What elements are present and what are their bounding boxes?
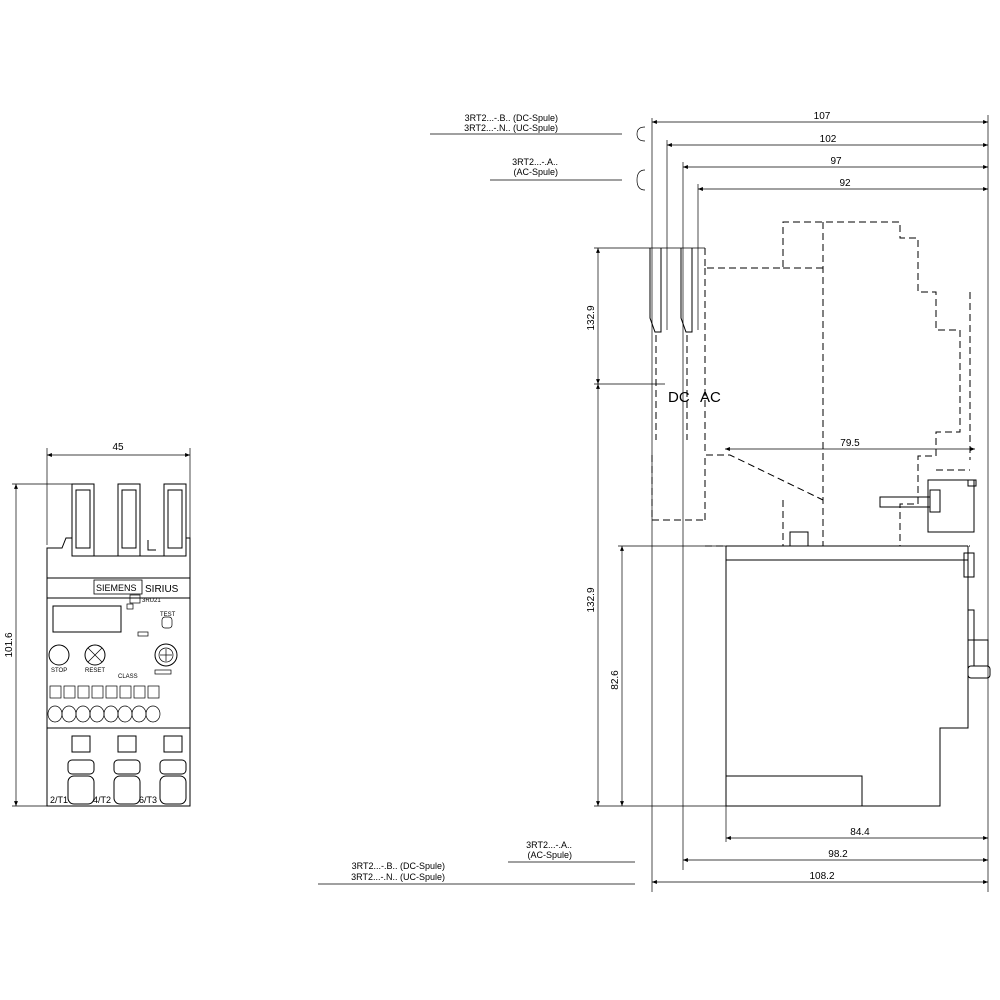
top-note-dc-brace xyxy=(636,126,646,142)
top-note-ac-2: (AC-Spule) xyxy=(513,167,558,177)
small-slot xyxy=(137,631,149,637)
display-window xyxy=(52,605,122,633)
connector-block xyxy=(927,479,975,533)
dc-label: DC xyxy=(668,389,690,406)
right-upper-shoulder xyxy=(186,537,191,578)
stop-label: STOP xyxy=(51,668,67,674)
test-label: TEST xyxy=(160,612,176,618)
top-note-ac-brace xyxy=(636,169,646,191)
dim-98-2-label: 98.2 xyxy=(828,849,848,860)
terminal-label-2: 4/T2 xyxy=(93,795,111,805)
bottom-note-ac-1: 3RT2...-.A.. xyxy=(526,840,572,850)
tab-3-inner xyxy=(167,489,183,549)
connector-tab xyxy=(967,479,977,487)
tab-3 xyxy=(163,483,187,557)
front-height-label: 101.6 xyxy=(4,632,15,657)
ac-tongue-outer xyxy=(680,248,693,333)
dim-132-9-upper-label: 132.9 xyxy=(586,305,597,330)
relay-side-rib xyxy=(967,609,975,641)
front-width-label: 45 xyxy=(112,442,124,453)
brand-sirius: SIRIUS xyxy=(145,584,179,595)
main-terminals xyxy=(67,735,187,805)
relay-side-knob xyxy=(967,665,991,679)
tab-1 xyxy=(71,483,95,557)
tab-2-inner xyxy=(121,489,137,549)
siemens-badge xyxy=(93,579,143,595)
ac-label: AC xyxy=(700,389,721,406)
front-top-tabs xyxy=(46,483,191,578)
dim-79-5-label: 79.5 xyxy=(840,438,860,449)
bottom-note-dc-2: 3RT2...-.N.. (UC-Spule) xyxy=(351,872,445,882)
model-box xyxy=(129,594,141,604)
tab-2 xyxy=(117,483,141,557)
overload-relay-body xyxy=(725,531,991,807)
top-note-dc-1: 3RT2...-.B.. (DC-Spule) xyxy=(465,113,558,123)
class-label: CLASS xyxy=(118,674,138,680)
dim-92-label: 92 xyxy=(839,178,851,189)
connector-pin xyxy=(879,496,931,508)
reset-cross-b xyxy=(87,647,103,663)
left-upper-shoulder xyxy=(46,537,72,578)
tab-notch xyxy=(147,540,156,551)
top-note-ac-1: 3RT2...-.A.. xyxy=(512,157,558,167)
bottom-note-ac-2: (AC-Spule) xyxy=(527,850,572,860)
class-dial-inner xyxy=(158,647,174,663)
terminal-screws-row xyxy=(47,705,161,723)
dim-102-label: 102 xyxy=(820,134,837,145)
test-button xyxy=(161,616,173,629)
stop-button xyxy=(48,644,70,666)
relay-side-clip xyxy=(963,552,975,578)
contact-boxes-row xyxy=(49,685,160,699)
class-dial xyxy=(154,643,178,667)
terminal-label-3: 6/T3 xyxy=(139,795,157,805)
dim-132-9-lower-label: 132.9 xyxy=(586,587,597,612)
dim-84-4-label: 84.4 xyxy=(850,827,870,838)
dim-82-6-label: 82.6 xyxy=(610,670,621,690)
front-view: 45 101.6 SIEMENS SIRIUS 3RU21 xyxy=(4,442,191,807)
reset-label: RESET xyxy=(85,668,105,674)
dc-tongue-outer xyxy=(649,248,662,333)
front-lower-block xyxy=(46,727,191,807)
tab-1-inner xyxy=(75,489,91,549)
relay-top-tab xyxy=(789,531,809,547)
led-indicator xyxy=(126,603,134,610)
model-label: 3RU21 xyxy=(142,598,161,604)
dim-108-2-label: 108.2 xyxy=(809,871,834,882)
top-note-dc-2: 3RT2...-.N.. (UC-Spule) xyxy=(464,123,558,133)
reset-button xyxy=(84,644,106,666)
dim-107-label: 107 xyxy=(814,111,831,122)
brand-siemens: SIEMENS xyxy=(96,583,137,593)
bottom-note-dc-1: 3RT2...-.B.. (DC-Spule) xyxy=(352,861,445,871)
dim-97-label: 97 xyxy=(830,156,842,167)
connector-pin-head xyxy=(929,489,941,513)
class-indicator xyxy=(154,669,172,675)
terminal-label-1: 2/T1 xyxy=(50,795,68,805)
side-view: 3RT2...-.B.. (DC-Spule) 3RT2...-.N.. (UC… xyxy=(318,111,991,892)
relay-side-button xyxy=(973,639,989,667)
